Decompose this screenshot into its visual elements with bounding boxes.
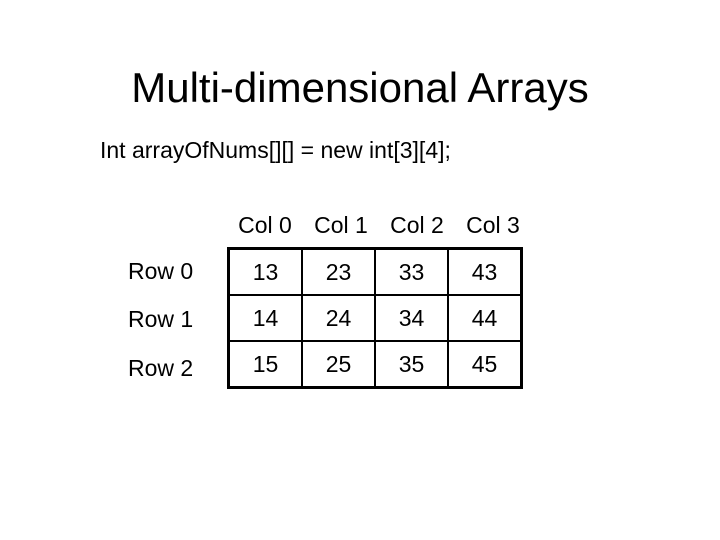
table-cell: 15	[227, 340, 303, 389]
col-header-3: Col 3	[466, 212, 520, 238]
column-header-row: Col 0 Col 1 Col 2 Col 3	[227, 212, 531, 238]
row-header-column: Row 0 Row 1 Row 2	[128, 247, 193, 393]
data-table: 13 23 33 43 14 24 34 44 15 25 35 45	[227, 247, 523, 389]
row-header-2: Row 2	[128, 355, 194, 382]
table-row: 14 24 34 44	[227, 294, 523, 342]
code-statement: Int arrayOfNums[][] = new int[3][4];	[100, 137, 451, 163]
table-cell: 33	[374, 247, 449, 296]
col-header-2: Col 2	[390, 212, 444, 238]
col-header-1: Col 1	[314, 212, 368, 238]
table-cell: 14	[227, 294, 303, 342]
table-cell: 44	[447, 294, 523, 342]
table-cell: 24	[301, 294, 376, 342]
table-cell: 43	[447, 247, 523, 296]
row-header-1: Row 1	[128, 306, 194, 333]
table-cell: 35	[374, 340, 449, 389]
slide-title: Multi-dimensional Arrays	[131, 64, 589, 111]
table-row: 13 23 33 43	[227, 247, 523, 296]
table-cell: 23	[301, 247, 376, 296]
row-header-0: Row 0	[128, 257, 194, 284]
table-cell: 45	[447, 340, 523, 389]
col-header-0: Col 0	[238, 212, 292, 238]
table-cell: 25	[301, 340, 376, 389]
table-cell: 34	[374, 294, 449, 342]
table-row: 15 25 35 45	[227, 340, 523, 389]
table-cell: 13	[227, 247, 303, 296]
